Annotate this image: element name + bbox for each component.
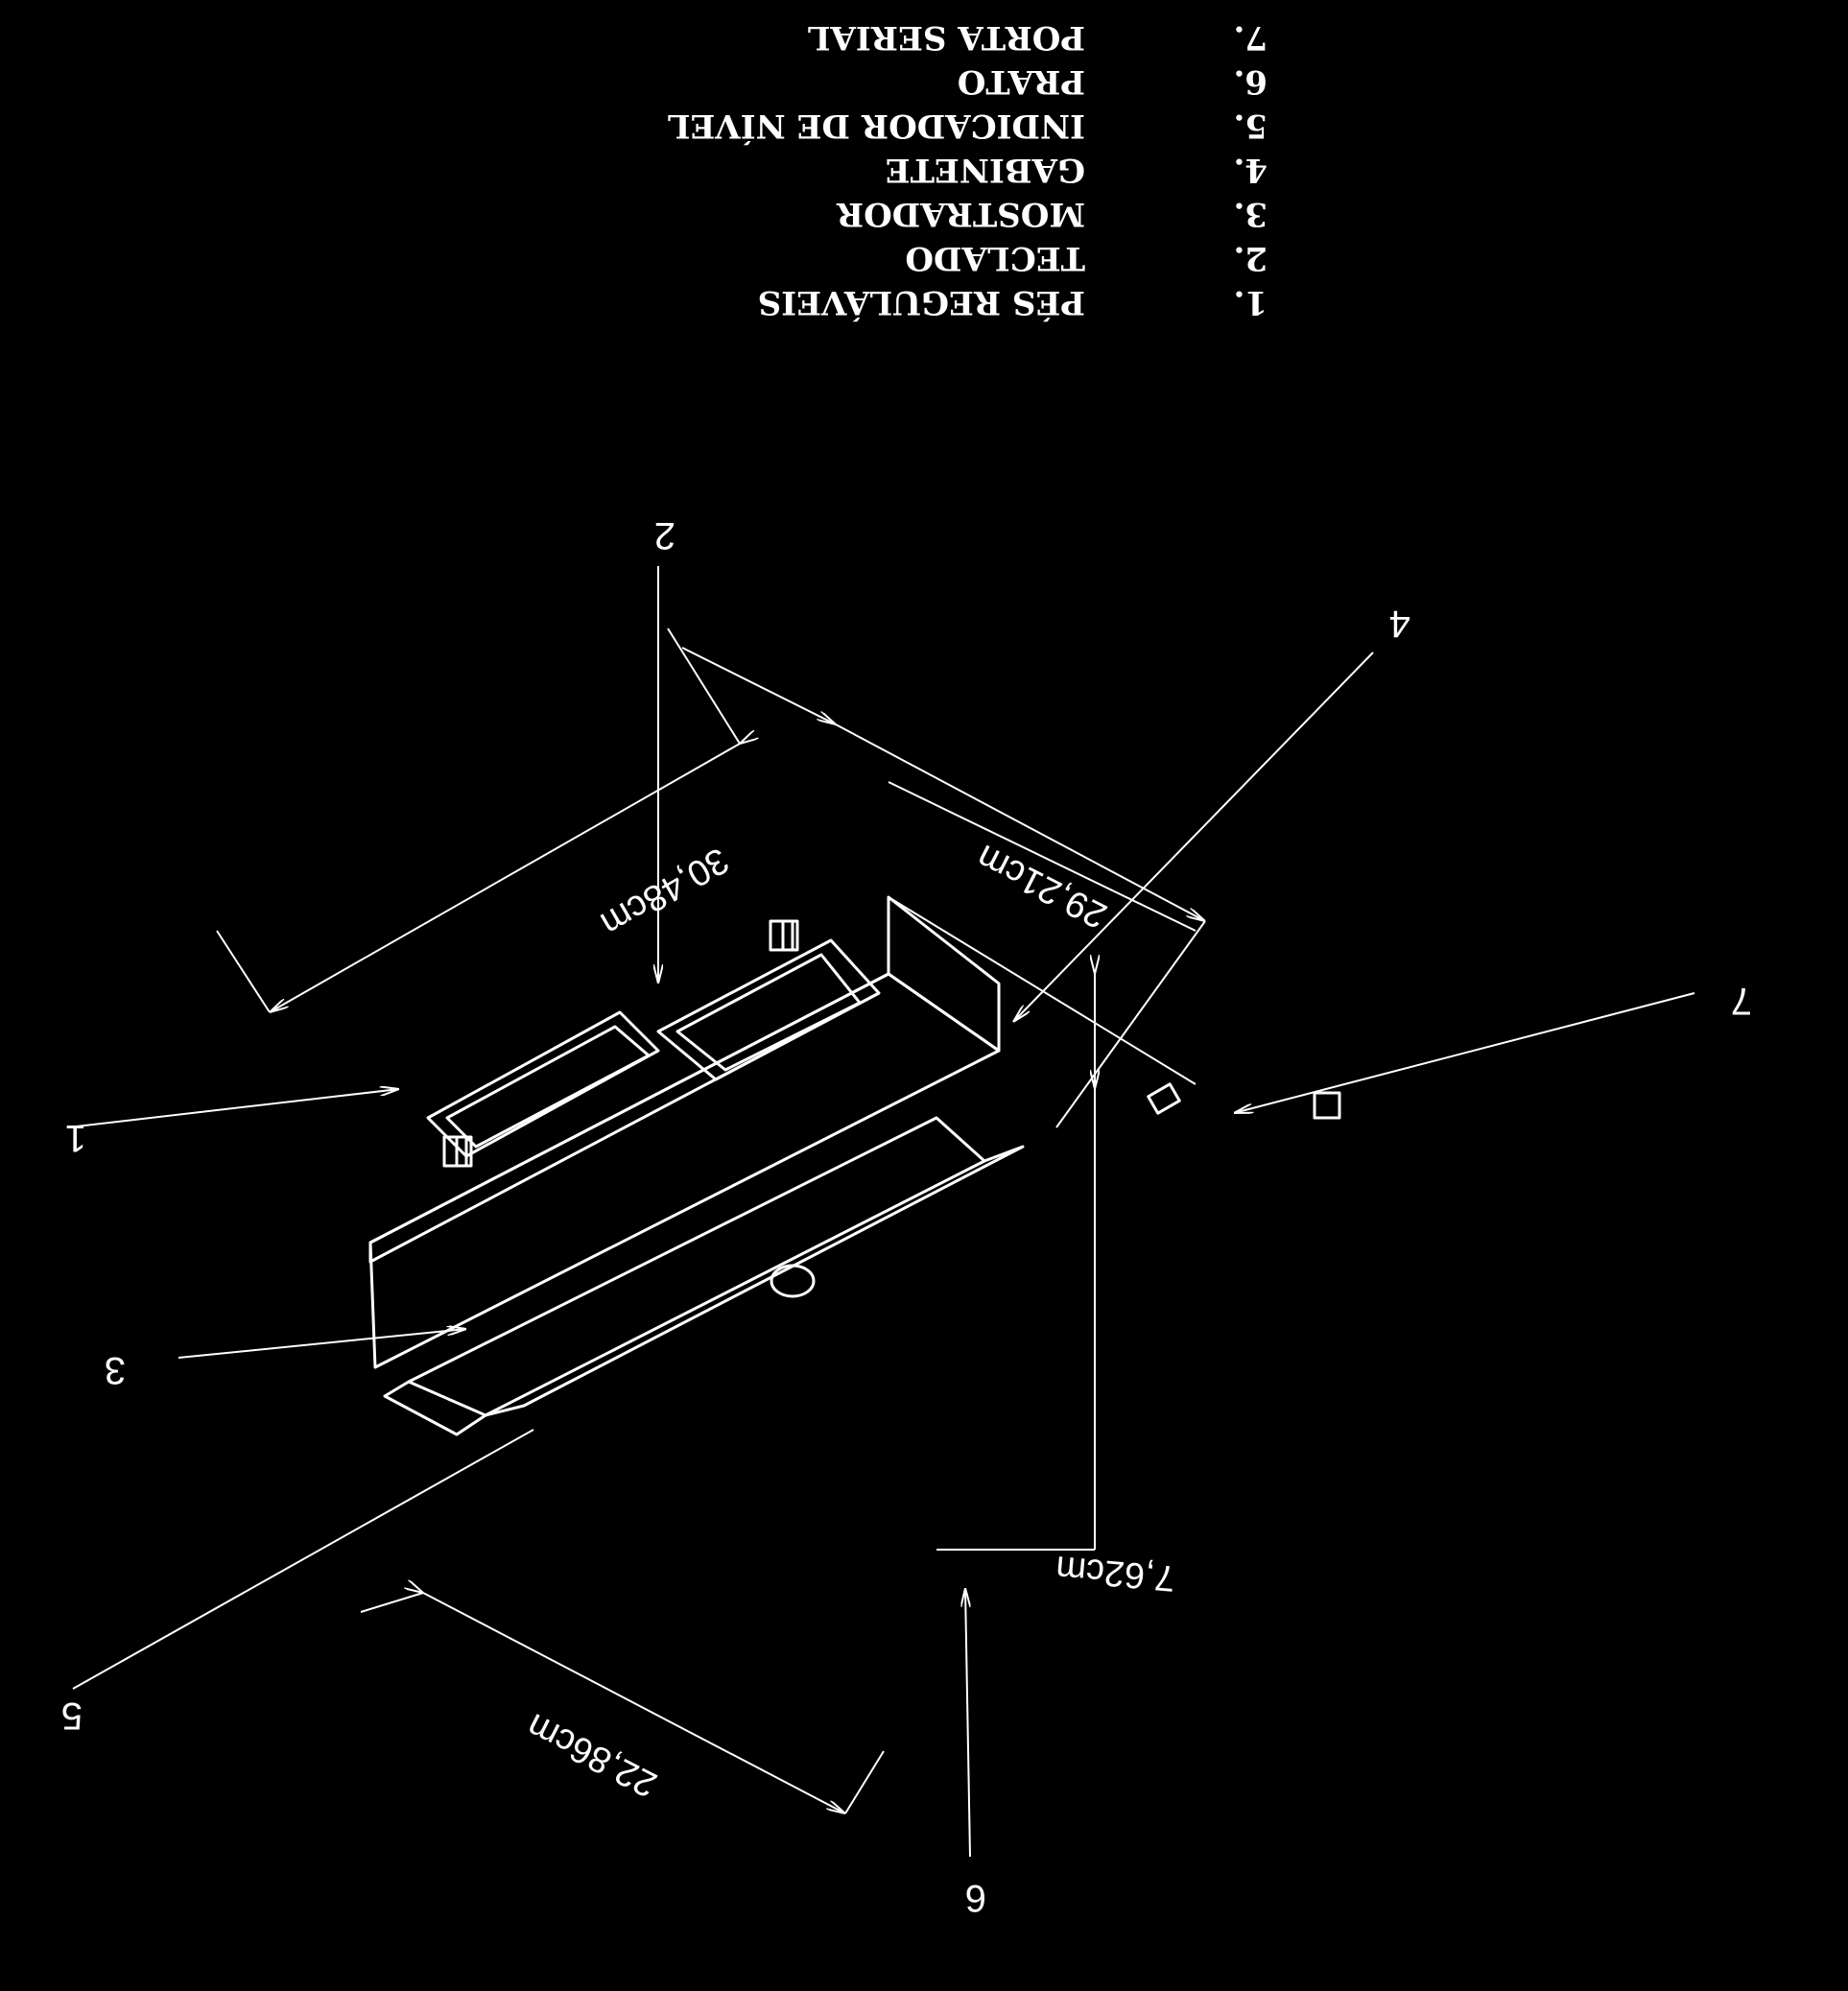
weighing-pan bbox=[407, 1116, 986, 1417]
callout-7: 7 bbox=[1731, 980, 1752, 1022]
cabinet-rim bbox=[368, 972, 889, 1264]
callout-2: 2 bbox=[654, 514, 675, 557]
leader-line-3 bbox=[178, 1329, 466, 1359]
keypad-panel bbox=[656, 938, 881, 1081]
serial-port-icon bbox=[1147, 1082, 1181, 1115]
display-screen bbox=[445, 1025, 651, 1149]
adjustable-foot bbox=[1313, 1091, 1341, 1120]
keypad-inner bbox=[675, 953, 862, 1072]
callout-3: 3 bbox=[105, 1349, 126, 1391]
leader-line-6 bbox=[965, 1588, 971, 1858]
dimension-line-pan bbox=[423, 1593, 845, 1813]
adjustable-foot bbox=[769, 919, 799, 952]
cabinet-top-edge bbox=[887, 895, 1001, 1053]
dimension-pan-depth-label: 22,86cm bbox=[520, 1705, 663, 1805]
dimension-width-label: 30,48cm bbox=[594, 840, 735, 944]
leader-line-5 bbox=[72, 1429, 534, 1690]
level-indicator-icon bbox=[770, 1264, 816, 1298]
callout-6: 6 bbox=[965, 1877, 986, 1919]
callout-5: 5 bbox=[61, 1695, 83, 1737]
dimension-line-width bbox=[270, 744, 740, 1012]
leader-line-7 bbox=[1234, 992, 1695, 1113]
leader-line-4 bbox=[1013, 652, 1374, 1022]
dimension-depth-label: 29,21cm bbox=[970, 837, 1113, 936]
adjustable-foot bbox=[442, 1135, 473, 1168]
leader-line-1 bbox=[67, 1089, 399, 1128]
cabinet-body bbox=[368, 972, 1001, 1369]
callout-4: 4 bbox=[1389, 603, 1410, 645]
weighing-pan-front bbox=[383, 1380, 486, 1436]
display-window bbox=[426, 1010, 660, 1158]
dimension-height-label: 7,62cm bbox=[1054, 1548, 1177, 1599]
callout-1: 1 bbox=[65, 1117, 86, 1159]
